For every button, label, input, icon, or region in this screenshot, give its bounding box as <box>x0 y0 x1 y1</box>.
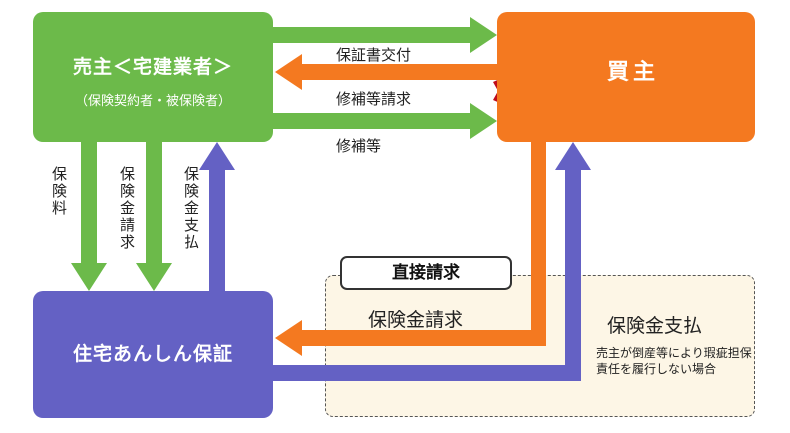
seller-node: 売主＜宅建業者＞ （保険契約者・被保険者） <box>33 12 273 142</box>
seller-title: 売主＜宅建業者＞ <box>72 56 233 78</box>
seller-subtitle: （保険契約者・被保険者） <box>74 94 231 109</box>
label-repair-request: 修補等請求 <box>336 90 412 108</box>
arrow-claim-seller <box>136 142 172 291</box>
insurer-title: 住宅あんしん保証 <box>72 343 233 365</box>
arrow-direct-payout <box>273 142 591 381</box>
arrow-premium <box>71 142 107 291</box>
arrow-guarantee-delivery <box>275 54 497 90</box>
label-guarantee-delivery: 保証書交付 <box>336 46 412 64</box>
label-direct-payout: 保険金支払 <box>607 315 703 337</box>
label-claim: 保険金請求 <box>118 166 136 251</box>
buyer-title: 買主 <box>607 60 660 85</box>
direct-claim-badge: 直接請求 <box>340 256 512 290</box>
label-direct-claim: 保険金請求 <box>368 309 464 331</box>
arrow-direct-claim <box>275 142 546 356</box>
label-repair: 修補等 <box>336 137 382 155</box>
arrow-repair <box>273 103 497 139</box>
direct-payout-note: 売主が倒産等により瑕疵担保責任を履行しない場合 <box>596 346 752 376</box>
buyer-node: 買主 <box>497 12 755 142</box>
arrow-payout-to-seller <box>199 142 235 291</box>
insurer-node: 住宅あんしん保証 <box>33 291 273 418</box>
arrow-top-to-buyer <box>273 17 497 53</box>
label-premium: 保険料 <box>50 166 68 217</box>
label-payout: 保険金支払 <box>182 166 200 251</box>
